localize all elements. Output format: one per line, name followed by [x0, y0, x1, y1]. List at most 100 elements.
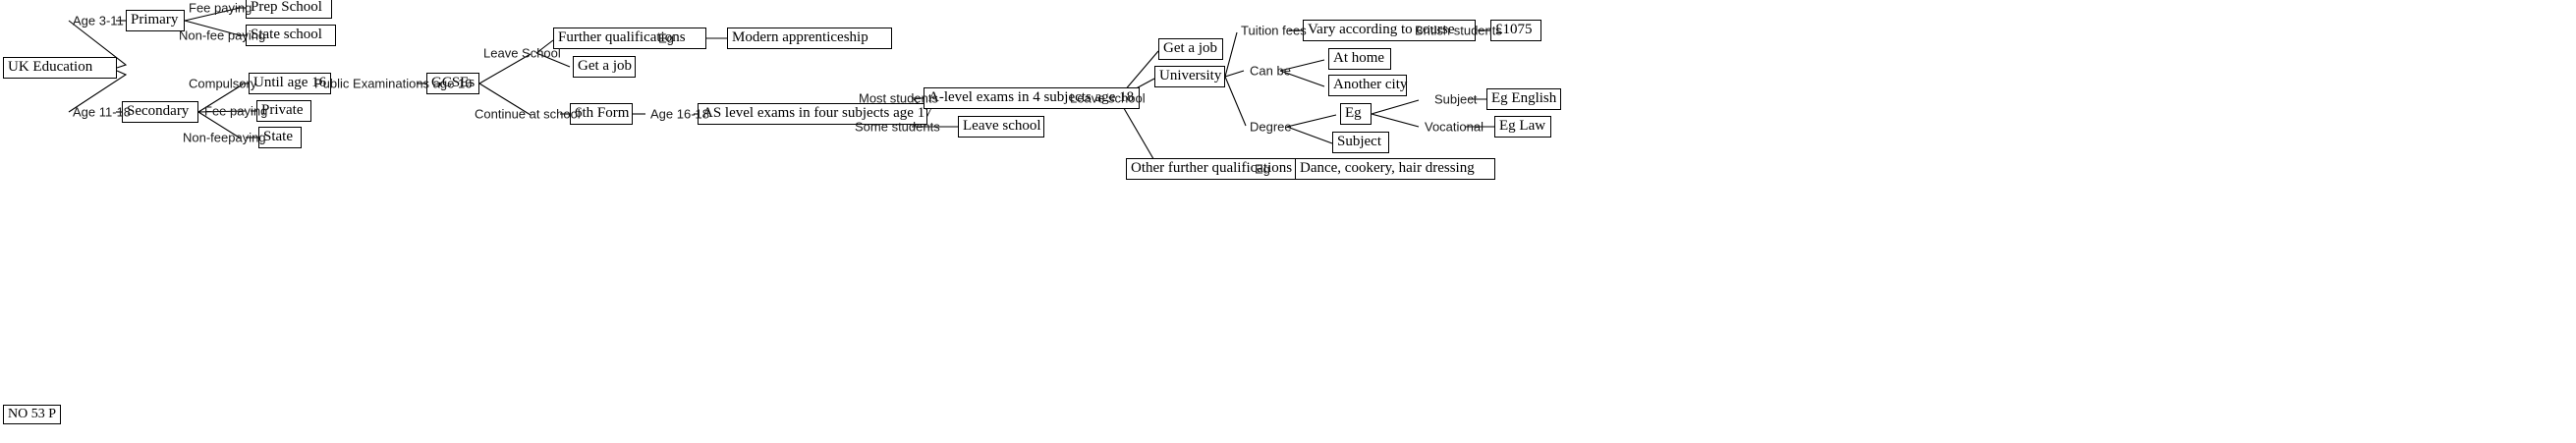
edge-label-text: Non-feepaying: [183, 130, 266, 145]
node-state[interactable]: State: [258, 127, 302, 148]
edge-label-age-11-18: Age 11-18: [73, 105, 131, 120]
edge-label-some-students: Some students: [855, 120, 940, 135]
edge-label-degree: Degree: [1250, 120, 1292, 135]
edge-label-public-examinations: Public Examinations age 16: [314, 77, 472, 91]
edge-label-text: Compulsory: [189, 76, 257, 91]
node-label: University: [1159, 68, 1222, 83]
edge-label-text: Vocational: [1425, 119, 1484, 135]
node-prep-school[interactable]: Prep School: [246, 0, 332, 19]
node-label: UK Education: [8, 59, 93, 75]
node-label: Modern apprenticeship: [732, 29, 868, 45]
node-university[interactable]: University: [1154, 66, 1225, 87]
edge-label-text: Fee paying: [189, 0, 252, 16]
edge-label-text: British students: [1415, 23, 1502, 38]
edge-label-non-feepaying: Non-feepaying: [183, 131, 266, 145]
node-vary-according-to-course[interactable]: Vary according to course: [1303, 20, 1476, 41]
node-eg-english[interactable]: Eg English: [1486, 88, 1561, 110]
node-further-qualifications[interactable]: Further qualifications: [553, 28, 706, 49]
edge-label-text: Age 3-11: [73, 13, 124, 28]
edge-label-most-students: Most students: [859, 91, 938, 106]
edge-label-eg-further: Eg: [658, 31, 674, 46]
edge-label-text: Eg: [658, 30, 674, 46]
edge-label-vocational: Vocational: [1425, 120, 1484, 135]
node-eg-degree[interactable]: Eg: [1340, 103, 1372, 125]
node-label: State school: [251, 27, 322, 42]
node-label: Get a job: [1163, 40, 1217, 56]
edge-label-leave-school-2: Leave school: [1070, 91, 1146, 106]
edge-label-text: Non-fee paying: [179, 28, 266, 43]
node-label: Eg Law: [1499, 118, 1546, 134]
node-uk-education[interactable]: UK Education: [3, 57, 117, 79]
edge-label-eg-other: Eg: [1255, 162, 1270, 177]
node-get-a-job[interactable]: Get a job: [573, 56, 636, 78]
page-stamp: NO 53 P: [3, 405, 62, 424]
edge-label-text: Continue at school: [475, 106, 581, 122]
node-at-home[interactable]: At home: [1328, 48, 1391, 70]
node-leave-school[interactable]: Leave school: [958, 116, 1044, 138]
node-label: Other further qualifications: [1131, 160, 1293, 176]
edge-label-compulsory: Compulsory: [189, 77, 256, 91]
edge-label-text: Leave school: [1070, 90, 1146, 106]
edge-label-tuition-fees: Tuition fees: [1241, 24, 1307, 38]
edge-label-text: Eg: [1255, 161, 1270, 177]
node-primary[interactable]: Primary: [126, 10, 185, 31]
edge-label-text: Some students: [855, 119, 940, 135]
edge-label-fee-paying: Fee paying: [189, 1, 252, 16]
node-until-age-16[interactable]: Until age 16: [249, 73, 331, 94]
node-label: Get a job: [578, 58, 632, 74]
node-label: Eg: [1345, 105, 1362, 121]
node-dance-cookery-hairdressing[interactable]: Dance, cookery, hair dressing: [1295, 158, 1495, 180]
edge-label-text: Most students: [859, 90, 938, 106]
node-label: A-level exams in 4 subjects age 18: [928, 89, 1135, 105]
node-modern-apprenticeship[interactable]: Modern apprenticeship: [727, 28, 892, 49]
edge-label-text: Fee paying: [204, 103, 268, 119]
node-label: Another city: [1333, 77, 1408, 92]
node-sixth-form[interactable]: 6th Form: [570, 103, 633, 125]
node-label: Leave school: [963, 118, 1041, 134]
edge-label-text: Can be: [1250, 63, 1291, 79]
node-label: Eg English: [1491, 90, 1557, 106]
node-a-level-exams[interactable]: A-level exams in 4 subjects age 18: [924, 87, 1140, 109]
node-label: Further qualifications: [558, 29, 686, 45]
edge-label-text: Tuition fees: [1241, 23, 1307, 38]
node-eg-law[interactable]: Eg Law: [1494, 116, 1551, 138]
node-get-a-job-2[interactable]: Get a job: [1158, 38, 1223, 60]
edge-label-age-16-18: Age 16-18: [650, 107, 709, 122]
edge-label-age-3-11: Age 3-11: [73, 14, 124, 28]
node-label: £1075: [1495, 22, 1533, 37]
node-label: Subject: [1337, 134, 1381, 149]
edge-label-british-students: British students: [1415, 24, 1502, 38]
edge-label-continue-at-school: Continue at school: [475, 107, 581, 122]
node-label: AS level exams in four subjects age 17: [702, 105, 932, 121]
node-label: GCSEs: [431, 75, 476, 90]
node-label: Secondary: [127, 103, 190, 119]
node-label: Dance, cookery, hair dressing: [1300, 160, 1475, 176]
node-label: Until age 16: [253, 75, 327, 90]
edge-label-non-fee-paying: Non-fee paying: [179, 28, 265, 43]
edge-label-subject: Subject: [1434, 92, 1477, 107]
edge-label-leave-school: Leave School: [483, 46, 561, 61]
edge-label-text: Age 11-18: [73, 104, 132, 120]
edge-label-text: Age 16-18: [650, 106, 709, 122]
node-state-school[interactable]: State school: [246, 25, 336, 46]
node-tuition-amount[interactable]: £1075: [1490, 20, 1541, 41]
node-label: State: [263, 129, 293, 144]
page-stamp-text: NO 53 P: [8, 407, 57, 421]
node-secondary[interactable]: Secondary: [122, 101, 198, 123]
node-subject[interactable]: Subject: [1332, 132, 1389, 153]
edge-label-can-be: Can be: [1250, 64, 1291, 79]
node-another-city[interactable]: Another city: [1328, 75, 1407, 96]
edge-label-text: Public Examinations age 16: [314, 76, 473, 91]
node-label: Private: [261, 102, 304, 118]
node-label: Primary: [131, 12, 179, 28]
edge-label-text: Degree: [1250, 119, 1292, 135]
node-as-level-exams[interactable]: AS level exams in four subjects age 17: [698, 103, 932, 125]
edge-label-fee-paying-2: Fee paying: [204, 104, 267, 119]
edge-label-text: Subject: [1434, 91, 1478, 107]
node-gcses[interactable]: GCSEs: [426, 73, 479, 94]
node-other-further-qualifications[interactable]: Other further qualifications: [1126, 158, 1326, 180]
node-private[interactable]: Private: [256, 100, 311, 122]
node-label: At home: [1333, 50, 1385, 66]
node-label: 6th Form: [575, 105, 630, 121]
